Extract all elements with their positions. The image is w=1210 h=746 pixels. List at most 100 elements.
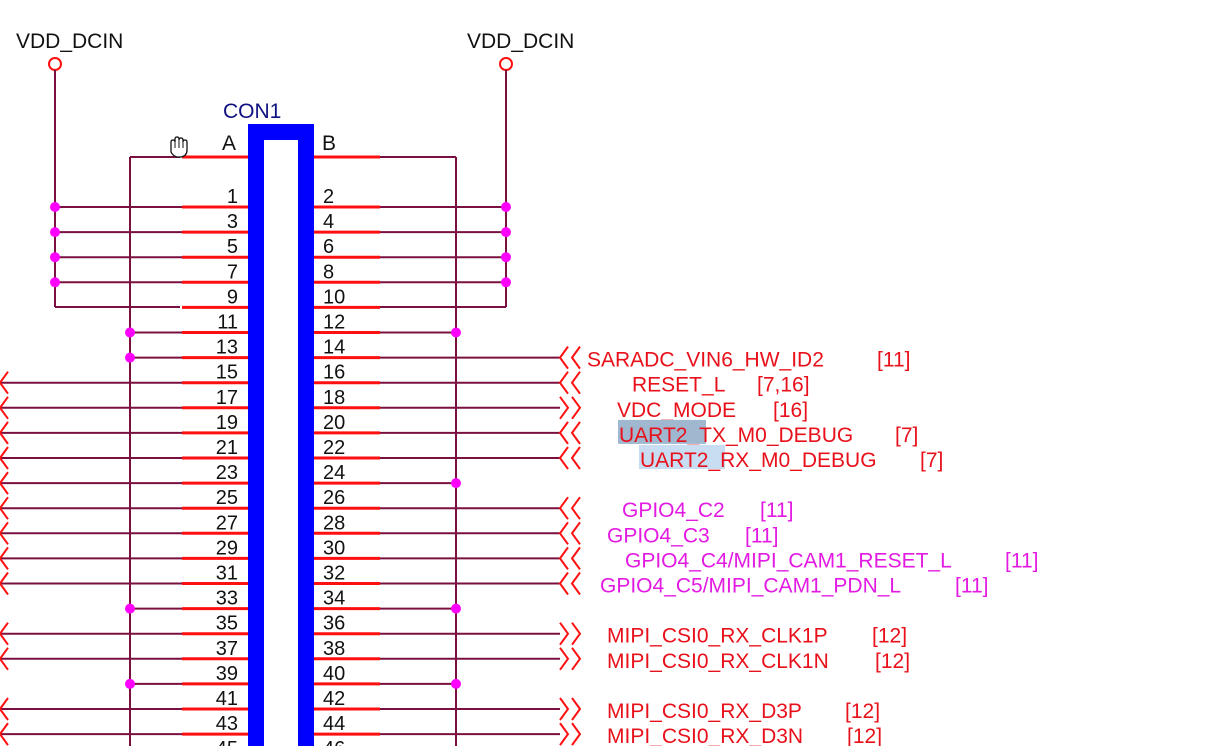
- port-left-37[interactable]: [0, 647, 9, 671]
- net-port-3[interactable]: [558, 421, 581, 445]
- net-ref[interactable]: [7]: [895, 424, 918, 447]
- junction-dot: [50, 277, 60, 288]
- port-left-23[interactable]: [0, 471, 9, 495]
- port-left-29[interactable]: [0, 546, 9, 570]
- net-label[interactable]: MIPI_CSI0_RX_CLK1N: [607, 650, 829, 673]
- net-label-layer: SARADC_VIN6_HW_ID2 [11] RESET_L [7,16] VDC_M…: [587, 349, 1038, 746]
- pin-number-34: 34: [323, 588, 345, 610]
- pin-number-23: 23: [216, 462, 238, 484]
- net-label[interactable]: MIPI_CSI0_RX_D3N: [607, 725, 803, 746]
- net-ref[interactable]: [7]: [920, 449, 943, 472]
- net-label[interactable]: GPIO4_C2: [622, 499, 725, 522]
- junction-dot: [125, 327, 135, 338]
- port-left-17[interactable]: [0, 396, 9, 420]
- wire-layer: [0, 70, 560, 746]
- port-left-21[interactable]: [0, 446, 9, 470]
- port-left-15[interactable]: [0, 371, 9, 395]
- pin-number-15: 15: [216, 362, 238, 384]
- pin-number-41: 41: [216, 688, 238, 710]
- pin-number-7: 7: [227, 261, 238, 283]
- net-label[interactable]: UART2_TX_M0_DEBUG: [619, 424, 853, 447]
- pin-number-3: 3: [227, 211, 238, 233]
- power-port-right[interactable]: [499, 57, 513, 71]
- net-ref[interactable]: [11]: [760, 499, 793, 522]
- pin-number-20: 20: [323, 412, 345, 434]
- selection-highlight: [618, 419, 706, 444]
- pin-number-40: 40: [323, 663, 345, 685]
- pin-number-14: 14: [323, 337, 345, 359]
- power-label-left: VDD_DCIN: [16, 30, 123, 53]
- power-port-left[interactable]: [48, 57, 62, 71]
- net-ref[interactable]: [7,16]: [757, 374, 810, 397]
- pin-number-11: 11: [217, 312, 238, 334]
- pin-number-17: 17: [216, 387, 238, 409]
- net-label[interactable]: GPIO4_C5/MIPI_CAM1_PDN_L: [600, 575, 901, 598]
- net-port-4[interactable]: [558, 446, 581, 470]
- port-left-19[interactable]: [0, 421, 9, 445]
- pin-number-37: 37: [216, 638, 238, 660]
- net-port-0[interactable]: [558, 346, 581, 370]
- net-ref[interactable]: [11]: [877, 349, 910, 372]
- connector-side-b: B: [322, 132, 336, 155]
- pin-number-25: 25: [216, 487, 238, 509]
- port-left-41[interactable]: [0, 697, 9, 721]
- pin-number-32: 32: [323, 563, 345, 585]
- port-left-27[interactable]: [0, 521, 9, 545]
- port-left-43[interactable]: [0, 722, 9, 746]
- net-label[interactable]: UART2_RX_M0_DEBUG: [640, 449, 877, 472]
- net-ref[interactable]: [16]: [773, 399, 808, 422]
- net-port-8[interactable]: [558, 571, 581, 596]
- net-label[interactable]: GPIO4_C4/MIPI_CAM1_RESET_L: [625, 549, 952, 572]
- pin-number-18: 18: [323, 387, 345, 409]
- pin-number-24: 24: [323, 462, 345, 484]
- net-port-1[interactable]: [558, 371, 581, 395]
- net-port-5[interactable]: [558, 496, 581, 520]
- net-port-9[interactable]: [559, 622, 582, 646]
- connector-refdes: CON1: [223, 100, 281, 123]
- junction-dot: [50, 202, 60, 212]
- net-port-7[interactable]: [558, 546, 581, 570]
- net-label[interactable]: GPIO4_C3: [607, 524, 710, 547]
- net-ref[interactable]: [11]: [745, 524, 778, 547]
- pin-number-9: 9: [227, 286, 238, 308]
- net-ref[interactable]: [12]: [845, 700, 880, 723]
- net-label[interactable]: SARADC_VIN6_HW_ID2: [587, 349, 824, 372]
- junction-dot: [451, 478, 461, 489]
- net-ref[interactable]: [11]: [955, 575, 988, 598]
- junction-dot: [501, 252, 511, 263]
- port-left-31[interactable]: [0, 571, 9, 596]
- junction-dot: [125, 678, 135, 689]
- pin-number-35: 35: [216, 613, 238, 635]
- pin-number-31: 31: [216, 563, 238, 585]
- net-ref[interactable]: [11]: [1005, 549, 1038, 572]
- net-label[interactable]: RESET_L: [632, 374, 725, 397]
- pin-number-4: 4: [323, 211, 334, 233]
- junction-dot: [501, 227, 511, 238]
- net-label[interactable]: VDC_MODE: [617, 399, 736, 422]
- pin-number-43: 43: [216, 713, 238, 735]
- pin-number-44: 44: [323, 713, 345, 735]
- pin-number-29: 29: [216, 537, 238, 559]
- selection-highlight: [639, 445, 725, 469]
- net-ref[interactable]: [12]: [872, 625, 907, 648]
- pin-number-12: 12: [323, 312, 345, 334]
- net-label[interactable]: MIPI_CSI0_RX_CLK1P: [607, 625, 828, 648]
- pin-number-26: 26: [323, 487, 345, 509]
- net-port-6[interactable]: [558, 521, 581, 545]
- connector-side-a: A: [222, 132, 236, 155]
- net-port-12[interactable]: [559, 722, 582, 746]
- net-port-10[interactable]: [559, 647, 582, 671]
- connector-body[interactable]: [248, 124, 314, 746]
- port-left-35[interactable]: [0, 622, 9, 646]
- hand-cursor-icon: [170, 136, 188, 158]
- net-ref[interactable]: [12]: [847, 725, 882, 746]
- net-port-11[interactable]: [559, 697, 582, 721]
- pin-number-16: 16: [323, 362, 345, 384]
- pin-number-38: 38: [323, 638, 345, 660]
- net-label[interactable]: MIPI_CSI0_RX_D3P: [607, 700, 802, 723]
- net-ref[interactable]: [12]: [875, 650, 910, 673]
- net-port-2[interactable]: [559, 396, 582, 420]
- pin-number-28: 28: [323, 512, 345, 534]
- port-left-25[interactable]: [0, 496, 9, 520]
